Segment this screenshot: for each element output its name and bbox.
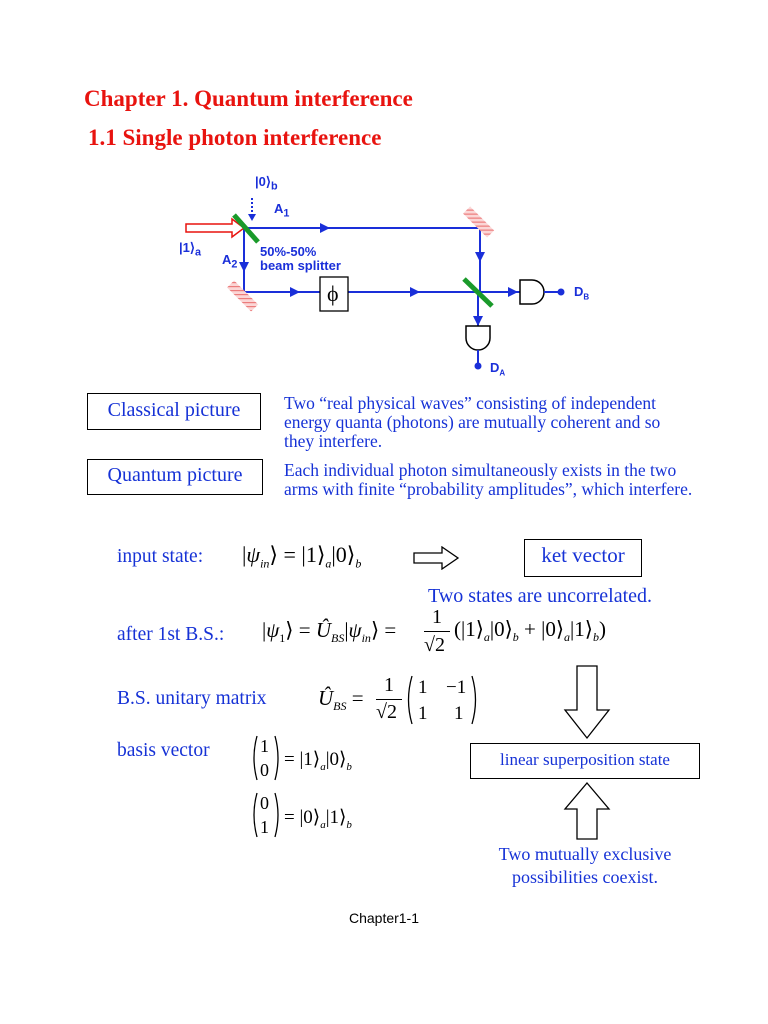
quantum-picture-box: Quantum picture xyxy=(87,459,263,495)
phase-symbol: ϕ xyxy=(327,281,339,306)
implies-arrow-icon xyxy=(413,546,460,570)
section-title: 1.1 Single photon interference xyxy=(88,125,382,150)
after-bs-equation-lhs: |ψ1⟩ = ÛBS|ψin⟩ = xyxy=(262,618,397,646)
input-state-label: input state: xyxy=(117,546,204,567)
uncorrelated-note: Two states are uncorrelated. xyxy=(428,585,653,607)
detector-a-icon xyxy=(465,325,491,351)
beam-splitter-2 xyxy=(462,277,494,308)
superposition-label: linear superposition state xyxy=(500,750,670,769)
unitary-symbol: ÛBS = xyxy=(318,686,364,714)
phase-shifter-box xyxy=(319,276,349,312)
ket-vector-box: ket vector xyxy=(524,539,642,577)
input-photon-arrow xyxy=(185,217,246,239)
unitary-fraction-bar xyxy=(376,699,402,700)
fraction-numerator: 1 xyxy=(432,606,442,628)
svg-text:0: 0 xyxy=(260,793,269,813)
up-arrow-icon xyxy=(563,781,611,840)
svg-text:1: 1 xyxy=(260,736,269,756)
ket-vacuum-label: |0⟩b xyxy=(255,174,278,193)
down-arrow-icon xyxy=(563,665,611,740)
interferometer-diagram xyxy=(185,198,565,370)
mirror-bottom-left xyxy=(227,280,259,312)
basis-vector-2: 0 1 xyxy=(253,792,279,838)
ket-vector-label: ket vector xyxy=(541,543,625,567)
classical-picture-label: Classical picture xyxy=(107,399,241,421)
input-state-equation: |ψin⟩ = |1⟩a|0⟩b xyxy=(242,542,362,571)
mirror-top-right xyxy=(463,206,495,238)
unitary-fraction-numerator: 1 xyxy=(384,674,394,696)
path-a1-label: A1 xyxy=(274,201,290,220)
detector-a-label: DA xyxy=(490,360,506,378)
basis-vector-label: basis vector xyxy=(117,740,210,761)
basis-vector-1: 1 0 xyxy=(253,735,279,781)
svg-text:1: 1 xyxy=(454,703,464,724)
chapter-title: Chapter 1. Quantum interference xyxy=(84,86,413,111)
svg-text:0: 0 xyxy=(260,760,269,780)
fraction-denominator: √2 xyxy=(424,634,445,656)
unitary-matrix: 1 −1 1 1 xyxy=(407,675,477,725)
superposition-box: linear superposition state xyxy=(470,743,700,779)
beam-splitter-1 xyxy=(232,213,260,244)
exclusive-note: Two mutually exclusive possibilities coe… xyxy=(498,844,672,887)
detector-b-icon xyxy=(519,279,545,305)
svg-text:1: 1 xyxy=(418,703,428,724)
basis-vector-2-equation: = |0⟩a|1⟩b xyxy=(284,807,352,831)
ket-photon-label: |1⟩a xyxy=(179,240,201,259)
unitary-matrix-label: B.S. unitary matrix xyxy=(117,688,267,709)
classical-picture-text: Two “real physical waves” consisting of … xyxy=(284,393,661,451)
after-bs-equation-rhs: (|1⟩a|0⟩b + |0⟩a|1⟩b) xyxy=(454,617,606,645)
classical-picture-box: Classical picture xyxy=(87,393,261,430)
page-footer: Chapter1-1 xyxy=(348,910,420,926)
svg-text:−1: −1 xyxy=(446,677,466,698)
unitary-fraction-denominator: √2 xyxy=(376,701,397,723)
quantum-picture-label: Quantum picture xyxy=(107,464,243,486)
svg-text:1: 1 xyxy=(260,817,269,837)
path-a2-label: A2 xyxy=(222,252,238,271)
beam-splitter-label: 50%-50% beam splitter xyxy=(260,244,341,273)
quantum-picture-text: Each individual photon simultaneously ex… xyxy=(284,460,693,499)
basis-vector-1-equation: = |1⟩a|0⟩b xyxy=(284,749,352,773)
svg-text:1: 1 xyxy=(418,677,428,698)
detector-b-label: DB xyxy=(574,284,590,302)
fraction-bar xyxy=(424,631,450,632)
after-bs-label: after 1st B.S.: xyxy=(117,624,225,645)
